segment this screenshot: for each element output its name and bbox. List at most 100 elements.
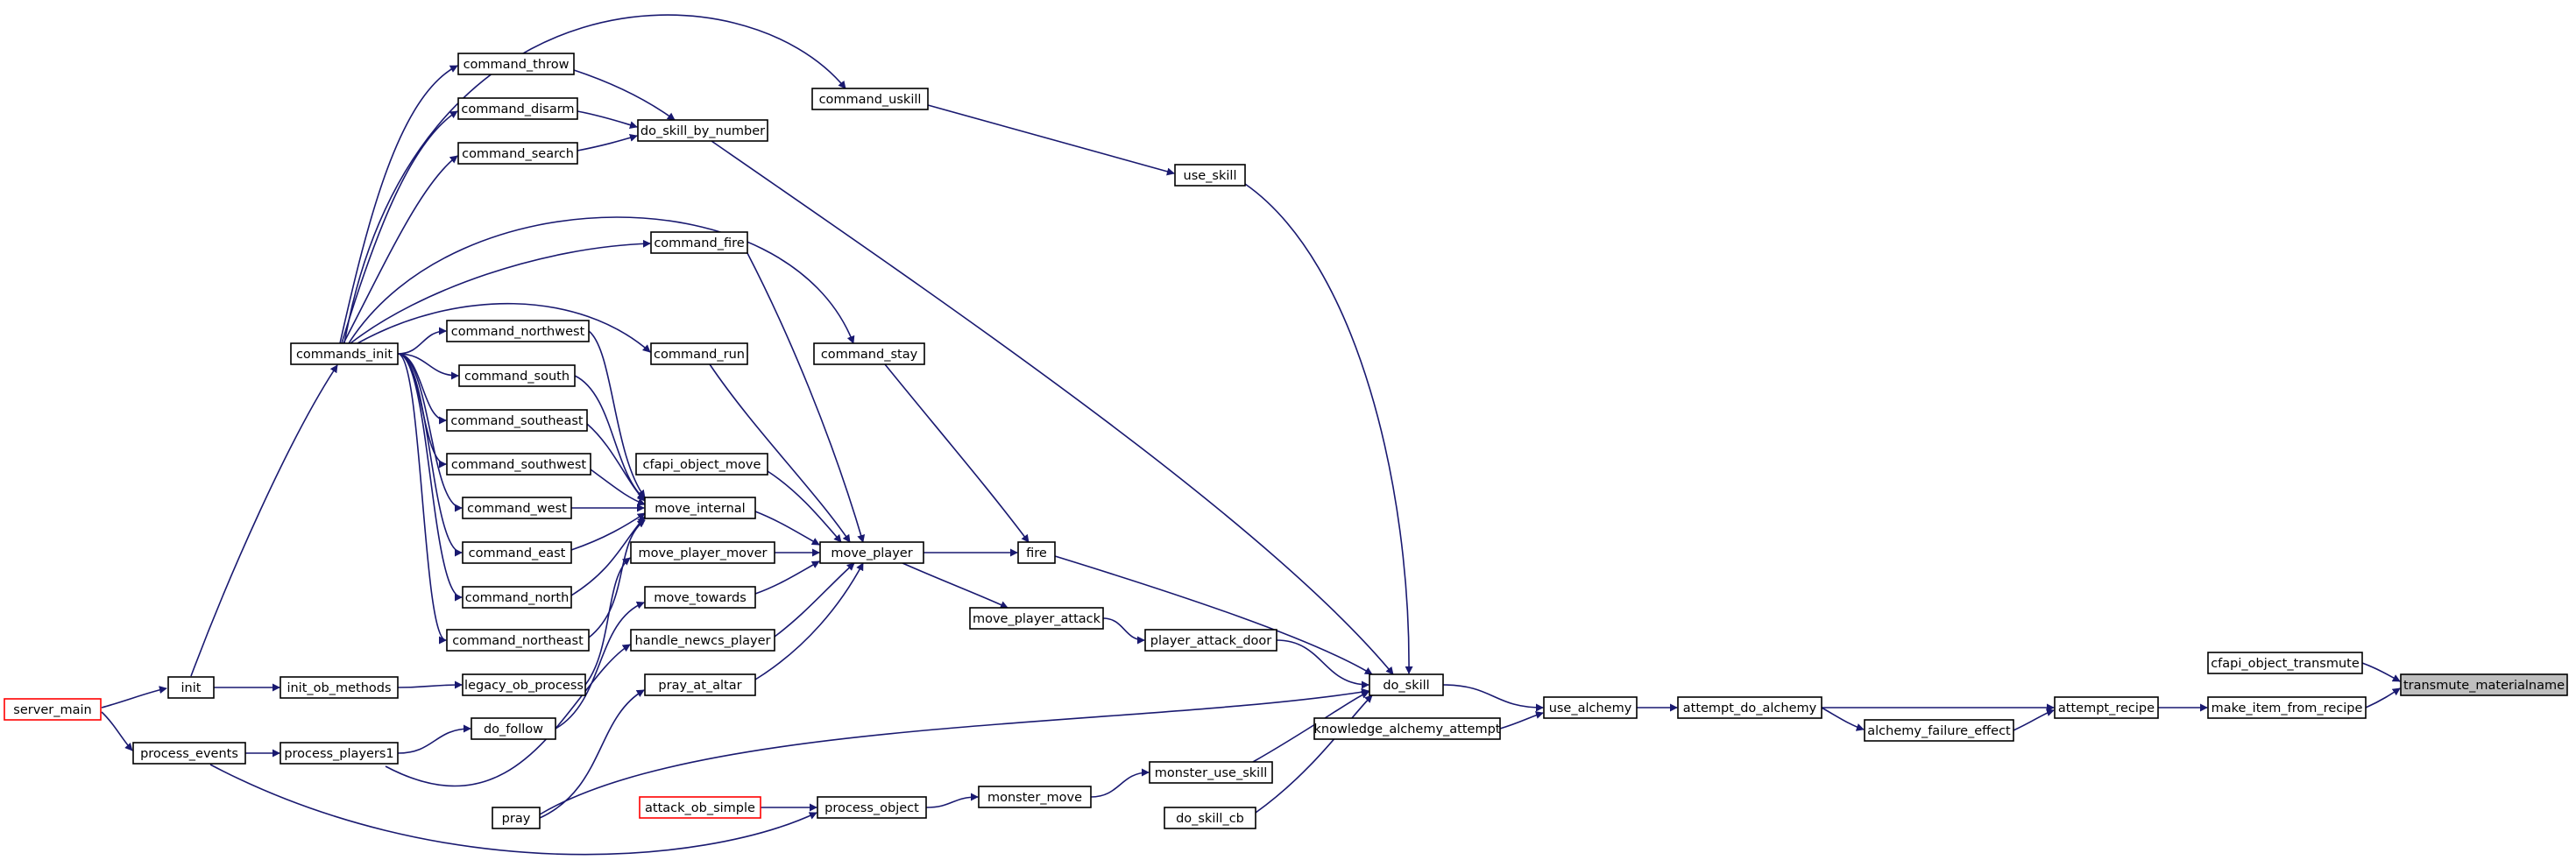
edge-command-stay-to-fire	[884, 363, 1030, 543]
node-label: init	[181, 681, 202, 695]
node-command-west[interactable]: command_west	[462, 497, 572, 519]
node-init[interactable]: init	[167, 676, 215, 699]
edge-init-to-commands-init	[190, 364, 338, 677]
node-move-internal[interactable]: move_internal	[644, 497, 756, 519]
node-player-attack-door[interactable]: player_attack_door	[1144, 629, 1277, 652]
nodes: server_main init process_events commands_in…	[4, 53, 2568, 829]
node-process-players1[interactable]: process_players1	[280, 742, 399, 765]
edge-init-ob-methods-to-legacy-ob-process	[397, 680, 463, 689]
edge-use-skill-to-do-skill	[1244, 183, 1413, 674]
edge-server-main-to-process-events	[101, 711, 133, 751]
node-label: fire	[1026, 546, 1047, 560]
node-box	[1864, 719, 2014, 742]
node-command-northeast[interactable]: command_northeast	[446, 629, 590, 652]
node-label: command_fire	[654, 236, 744, 250]
node-box	[1149, 761, 1273, 784]
node-box	[644, 673, 756, 696]
edge-command-northeast-to-move-internal	[588, 519, 646, 638]
node-box	[2207, 652, 2363, 674]
node-attempt-recipe[interactable]: attempt_recipe	[2054, 696, 2159, 719]
edge-process-players1-to-do-follow	[397, 724, 471, 754]
node-label: make_item_from_recipe	[2212, 701, 2363, 715]
node-move-player[interactable]: move_player	[819, 541, 924, 564]
node-handle-newcs-player[interactable]: handle_newcs_player	[630, 629, 775, 652]
edge-commands-init-to-command-west	[397, 353, 463, 512]
node-process-object[interactable]: process_object	[817, 796, 927, 819]
node-box	[1144, 629, 1277, 652]
node-label: init_ob_methods	[287, 681, 391, 695]
node-server-main[interactable]: server_main	[4, 698, 102, 721]
node-label: do_skill	[1383, 679, 1429, 693]
node-move-player-attack[interactable]: move_player_attack	[969, 607, 1104, 630]
edge-process-events-to-process-object	[209, 764, 817, 856]
node-commands-init[interactable]: commands_init	[290, 342, 399, 365]
node-fire[interactable]: fire	[1017, 541, 1056, 564]
node-attack-ob-simple[interactable]: attack_ob_simple	[639, 796, 761, 819]
edge-do-skill-cb-to-do-skill	[1255, 694, 1373, 814]
node-box	[457, 97, 578, 120]
node-monster-use-skill[interactable]: monster_use_skill	[1149, 761, 1273, 784]
node-box	[978, 786, 1092, 808]
node-knowledge-alchemy-attempt[interactable]: knowledge_alchemy_attempt	[1313, 717, 1501, 740]
node-do-follow[interactable]: do_follow	[471, 717, 556, 740]
edge-attempt-do-alchemy-to-alchemy-failure-effect	[1821, 707, 1865, 731]
node-cfapi-object-move[interactable]: cfapi_object_move	[635, 453, 768, 476]
node-command-disarm[interactable]: command_disarm	[457, 97, 578, 120]
edges	[101, 14, 2401, 856]
node-command-search[interactable]: command_search	[457, 142, 578, 165]
edge-commands-init-to-command-east	[397, 353, 463, 557]
edge-do-follow-to-move-towards	[555, 601, 645, 730]
node-label: command_disarm	[461, 102, 574, 116]
node-command-throw[interactable]: command_throw	[457, 53, 575, 75]
node-pray[interactable]: pray	[492, 807, 541, 829]
node-command-east[interactable]: command_east	[462, 541, 572, 564]
node-cfapi-object-transmute[interactable]: cfapi_object_transmute	[2207, 652, 2363, 674]
node-box	[650, 231, 748, 254]
node-command-uskill[interactable]: command_uskill	[811, 88, 929, 110]
node-alchemy-failure-effect[interactable]: alchemy_failure_effect	[1864, 719, 2014, 742]
node-label: command_run	[654, 348, 745, 362]
node-label: move_player_mover	[638, 546, 767, 560]
node-monster-move[interactable]: monster_move	[978, 786, 1092, 808]
edge-command-fire-to-move-player	[747, 252, 866, 543]
node-box	[1543, 696, 1638, 719]
node-command-southwest[interactable]: command_southwest	[446, 453, 591, 476]
node-label: cfapi_object_move	[643, 458, 761, 472]
edge-commands-init-to-command-stay	[348, 216, 855, 344]
edge-process-object-to-monster-move	[925, 793, 979, 808]
node-box	[446, 320, 590, 342]
node-label: alchemy_failure_effect	[1867, 724, 2011, 738]
node-command-southeast[interactable]: command_southeast	[446, 409, 588, 432]
node-label: command_east	[469, 546, 566, 560]
node-box	[817, 796, 927, 819]
node-use-skill[interactable]: use_skill	[1174, 164, 1246, 187]
node-use-alchemy[interactable]: use_alchemy	[1543, 696, 1638, 719]
node-move-towards[interactable]: move_towards	[644, 586, 756, 609]
edge-monster-use-skill-to-do-skill	[1252, 691, 1369, 763]
node-legacy-ob-process[interactable]: legacy_ob_process	[462, 673, 586, 696]
node-label: legacy_ob_process	[464, 679, 584, 693]
node-attempt-do-alchemy[interactable]: attempt_do_alchemy	[1677, 696, 1822, 719]
node-label: command_north	[465, 591, 570, 605]
node-process-events[interactable]: process_events	[132, 742, 246, 765]
edge-command-northwest-to-move-internal	[588, 330, 646, 498]
node-command-north[interactable]: command_north	[462, 586, 572, 609]
edge-legacy-ob-process-to-move-player-mover	[584, 557, 631, 686]
node-init-ob-methods[interactable]: init_ob_methods	[280, 676, 399, 699]
node-do-skill-by-number[interactable]: do_skill_by_number	[637, 119, 768, 142]
node-command-run[interactable]: command_run	[650, 342, 748, 365]
edge-commands-init-to-command-fire	[350, 239, 651, 344]
node-pray-at-altar[interactable]: pray_at_altar	[644, 673, 756, 696]
node-command-northwest[interactable]: command_northwest	[446, 320, 590, 342]
node-command-south[interactable]: command_south	[458, 364, 576, 387]
node-make-item-from-recipe[interactable]: make_item_from_recipe	[2207, 696, 2367, 719]
edge-handle-newcs-player-to-move-player	[774, 562, 855, 638]
node-do-skill[interactable]: do_skill	[1369, 673, 1444, 696]
node-command-stay[interactable]: command_stay	[813, 342, 925, 365]
node-do-skill-cb[interactable]: do_skill_cb	[1164, 807, 1256, 829]
node-command-fire[interactable]: command_fire	[650, 231, 748, 254]
edge-commands-init-to-command-search	[343, 155, 458, 344]
node-move-player-mover[interactable]: move_player_mover	[630, 541, 775, 564]
node-box	[280, 676, 399, 699]
node-transmute-materialname[interactable]: transmute_materialname	[2400, 673, 2568, 696]
